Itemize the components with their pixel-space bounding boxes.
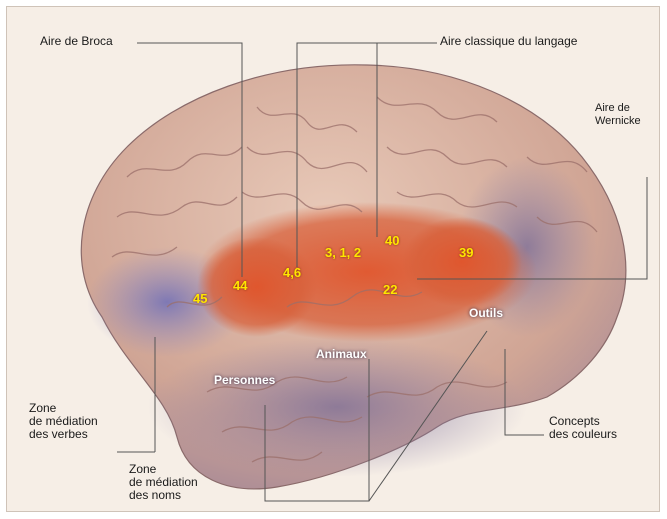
area-44: 44 [233, 278, 247, 293]
diagram-frame: Aire de Broca Aire classique du langage … [6, 6, 660, 512]
region-personnes: Personnes [214, 373, 275, 387]
area-3-1-2: 3, 1, 2 [325, 245, 361, 260]
noun-mediation-label: Zone de médiation des noms [129, 463, 198, 502]
area-22: 22 [383, 282, 397, 297]
region-animaux: Animaux [316, 347, 367, 361]
area-45: 45 [193, 291, 207, 306]
area-4-6: 4,6 [283, 265, 301, 280]
classic-language-area-label: Aire classique du langage [440, 35, 577, 48]
area-39: 39 [459, 245, 473, 260]
wernicke-label: Aire de Wernicke [595, 102, 641, 128]
verb-mediation-label: Zone de médiation des verbes [29, 402, 98, 441]
color-concepts-label: Concepts des couleurs [549, 415, 617, 441]
region-outils: Outils [469, 306, 503, 320]
broca-label: Aire de Broca [40, 35, 113, 48]
broca-region [197, 237, 317, 337]
area-40: 40 [385, 233, 399, 248]
